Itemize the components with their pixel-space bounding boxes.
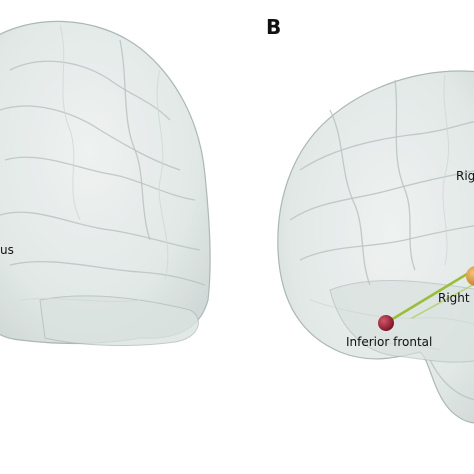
label-right-upper: Rig — [456, 169, 474, 183]
brain-a-fold-4 — [0, 211, 201, 251]
label-right-lower: Right — [438, 291, 470, 305]
brain-a-fold-1 — [9, 60, 171, 121]
brain-b-fold-9 — [429, 359, 474, 401]
node-inferior-frontal — [378, 315, 394, 331]
brain-a-fold-2 — [0, 105, 181, 171]
brain-a-lower-lobe — [39, 295, 199, 346]
brain-a-fold-7 — [59, 24, 81, 221]
brain-b-fold-3 — [299, 225, 474, 261]
label-inferior-frontal: Inferior frontal — [346, 335, 432, 349]
brain-a-fold-5 — [9, 260, 206, 286]
brain-b-fold-6 — [442, 74, 450, 266]
panel-b-letter: B — [266, 15, 281, 39]
brain-a-fold-9 — [19, 298, 141, 302]
panel-a-partial-label: us — [0, 243, 14, 257]
brain-a-outline — [0, 20, 211, 345]
brain-b-fold-1 — [299, 120, 474, 171]
node-right — [466, 266, 474, 286]
brain-b-fold-5 — [394, 79, 416, 271]
brain-a-fold-8 — [156, 69, 169, 281]
brain-b-fold-7 — [309, 299, 474, 325]
brain-b-fold-8 — [349, 339, 441, 351]
panel-b: B Rig Right Inferior frontal — [266, 15, 474, 424]
brain-b-fold-4 — [329, 109, 371, 286]
edge-inferior-frontal-to-right — [384, 269, 474, 325]
brain-b-fold-2 — [289, 170, 474, 221]
brain-a-fold-6 — [119, 39, 151, 241]
brain-b-outline — [277, 70, 474, 424]
brain-a-fold-3 — [4, 156, 196, 201]
panel-a: us — [0, 20, 211, 346]
edge-inferior-frontal-to-right-secondary — [411, 283, 474, 319]
